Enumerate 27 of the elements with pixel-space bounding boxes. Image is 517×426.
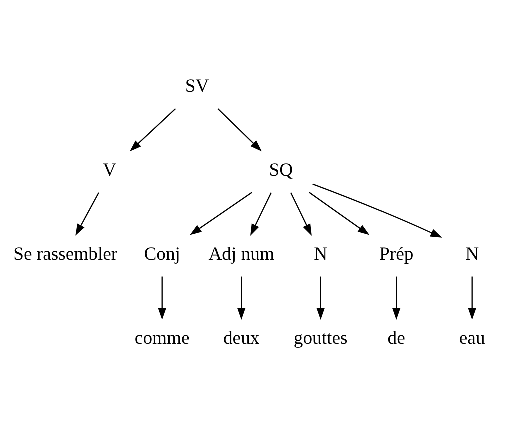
arrow: [312, 183, 442, 238]
arrow: [468, 276, 476, 320]
arrow: [158, 276, 166, 320]
arrow: [290, 192, 312, 236]
node-text: deux: [223, 327, 260, 348]
node-text: Conj: [144, 243, 180, 264]
node-text: de: [388, 327, 406, 348]
node-text: V: [103, 159, 117, 180]
node-text: eau: [459, 327, 486, 348]
arrow: [316, 276, 325, 320]
node-text: N: [466, 243, 480, 264]
arrow: [130, 108, 176, 152]
node-text: gouttes: [294, 327, 348, 348]
node-text: N: [314, 243, 328, 264]
node-text: SQ: [269, 159, 294, 180]
node-text: Prép: [380, 243, 414, 264]
arrow: [250, 192, 272, 236]
node-text: Adj num: [208, 243, 274, 264]
arrow: [392, 276, 401, 320]
node-text: comme: [134, 327, 190, 348]
arrow: [238, 276, 246, 320]
arrow: [218, 108, 262, 152]
node-text: Se rassembler: [14, 243, 118, 264]
arrow: [309, 192, 370, 235]
arrow: [190, 192, 252, 235]
arrow: [76, 192, 100, 236]
node-text: SV: [185, 76, 210, 97]
